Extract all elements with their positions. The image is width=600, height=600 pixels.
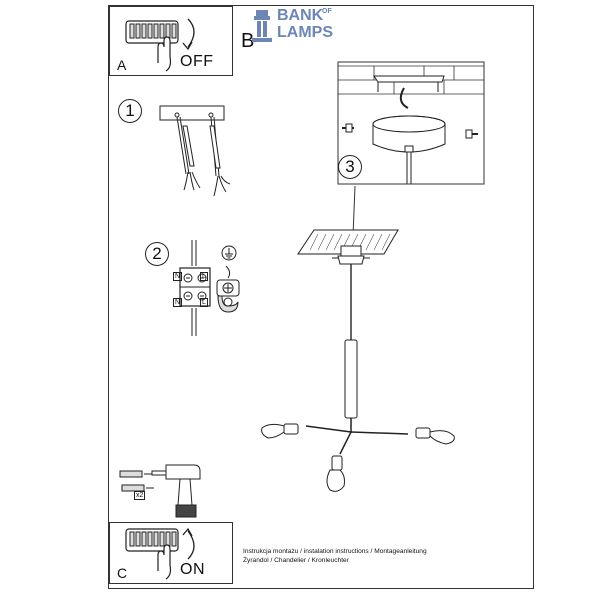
chandelier-illustration	[261, 229, 455, 492]
brand-name-of: OF	[322, 8, 332, 15]
step-2-circle: 2	[145, 242, 169, 266]
terminal-block-diagram	[179, 240, 211, 336]
panel-a-power-off: A OFF	[109, 6, 233, 76]
panel-c-power-on: C ON	[109, 522, 233, 584]
curved-arrow-down-icon	[182, 18, 195, 51]
fuse-box-icon	[125, 20, 179, 44]
step-1-wires-diagram	[159, 105, 231, 197]
terminal-label-l-bottom: L	[200, 298, 208, 307]
bank-of-lamps-logo-icon	[252, 10, 272, 42]
hand-icon	[157, 544, 172, 580]
hand-icon	[157, 36, 172, 72]
caption-line-2: Żyrandol / Chandelier / Kronleuchter	[243, 557, 349, 564]
step-3-circle: 3	[338, 155, 362, 179]
ground-symbol-icon	[221, 245, 237, 261]
off-label: OFF	[180, 53, 214, 70]
brand-name-line2: LAMPS	[277, 24, 333, 41]
instruction-sheet	[108, 5, 534, 589]
terminal-label-n-top: N	[173, 272, 183, 281]
brand-name-line1: BANK	[277, 7, 324, 24]
drill-icon	[151, 464, 201, 518]
on-label: ON	[180, 561, 205, 578]
terminal-label-n-bottom: N	[173, 298, 183, 307]
step-3-detail-view	[337, 61, 485, 185]
ground-terminal-diagram	[216, 265, 240, 313]
panel-b-letter: B	[241, 30, 255, 52]
drill-bit-count: x2	[134, 491, 146, 500]
panel-c-letter: C	[117, 565, 128, 581]
panel-a-letter: A	[117, 57, 127, 73]
curved-arrow-up-icon	[182, 527, 195, 560]
step-1-circle: 1	[118, 99, 142, 123]
caption-line-1: Instrukcja montażu / instalation instruc…	[243, 548, 427, 555]
tools-panel: x2	[109, 450, 203, 522]
detail-leader-line	[352, 185, 356, 237]
terminal-label-l-top: L	[200, 272, 208, 281]
